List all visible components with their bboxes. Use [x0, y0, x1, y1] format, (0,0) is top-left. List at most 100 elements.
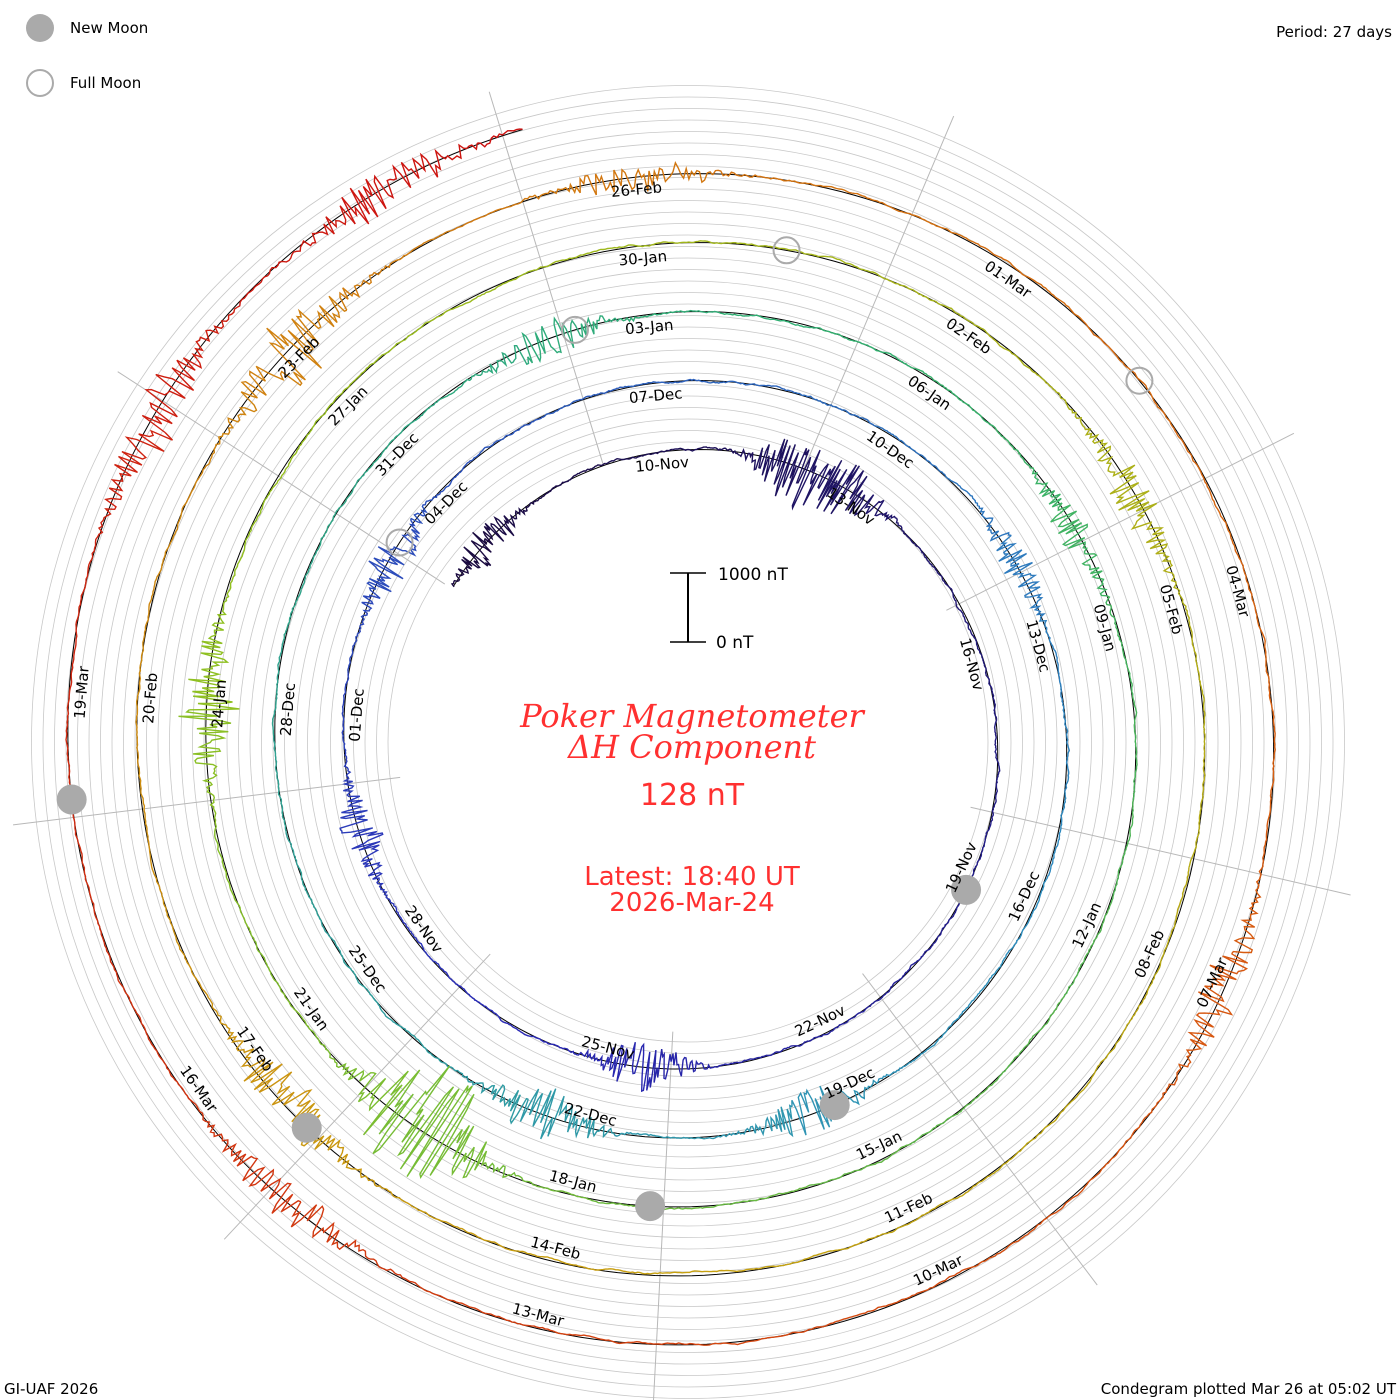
trace-segment [794, 391, 875, 427]
trace-segment [452, 182, 581, 231]
grid-radial-line [223, 953, 491, 1240]
date-label: 13-Mar [510, 1299, 566, 1330]
grid-ring [364, 418, 1012, 1066]
trace-segment [1050, 502, 1108, 597]
trace-segment [1110, 799, 1135, 903]
grid [13, 85, 1351, 1400]
trace-segment [1234, 548, 1270, 682]
legend-full-moon-label: Full Moon [70, 74, 142, 92]
trace-segment [634, 1267, 762, 1275]
scale-top-label: 1000 nT [718, 565, 788, 585]
legend-full-moon: Full Moon [26, 69, 141, 97]
date-label: 26-Feb [610, 178, 663, 201]
trace-segment [874, 425, 947, 477]
full-moon-marker [1125, 366, 1154, 395]
trace-segment [272, 736, 287, 832]
grid-ring [31, 85, 1345, 1399]
grid-ring [203, 257, 1173, 1227]
date-label: 18-Jan [547, 1166, 598, 1196]
grid-ring [146, 200, 1230, 1284]
trace-segment [944, 475, 1012, 542]
trace-segment [991, 1088, 1085, 1175]
date-label: 04-Mar [1222, 563, 1254, 619]
trace-segment [194, 1103, 302, 1214]
trace-segment [510, 1249, 636, 1274]
trace-segment [760, 1233, 883, 1269]
trace-segment [920, 549, 961, 611]
trace-segment [308, 1028, 421, 1136]
trace-segment [181, 391, 258, 512]
trace-segment [552, 1330, 696, 1346]
date-label: 12-Jan [1068, 899, 1105, 951]
trace-segment [77, 842, 119, 981]
date-label: 24-Jan [208, 679, 230, 729]
trace-segment [863, 494, 922, 551]
trace-segment [1188, 746, 1206, 868]
trace-segment [623, 378, 709, 389]
trace-segment [285, 831, 322, 921]
trace-segment [908, 1080, 997, 1146]
trace-segment [579, 160, 714, 196]
new-moon-marker [819, 1090, 850, 1121]
chart-title: Poker Magnetometer [519, 697, 865, 735]
full-moon-marker [772, 236, 801, 265]
grid-radial-line [862, 973, 1098, 1286]
trace-segment [649, 1049, 729, 1088]
trace-segment [320, 920, 375, 1000]
trace-segment [986, 332, 1077, 414]
trace-segment [178, 709, 232, 825]
trace-segment [791, 449, 875, 517]
date-label: 20-Feb [139, 672, 161, 724]
trace-segment [339, 229, 453, 311]
data-traces [65, 128, 1276, 1346]
trace-segment [881, 1173, 993, 1235]
trace-segment [605, 448, 673, 465]
trace-segment [1062, 703, 1071, 792]
date-label: 10-Nov [634, 453, 689, 476]
date-label: 19-Dec [821, 1064, 877, 1103]
trace-segment [1074, 412, 1158, 517]
grid-ring [284, 338, 1092, 1146]
grid-radial-line [970, 806, 1351, 896]
chart-subtitle: ΔH Component [566, 728, 816, 766]
date-label: 13-Dec [1022, 618, 1053, 674]
trace-segment [347, 593, 381, 672]
date-label: 28-Dec [277, 682, 299, 737]
trace-segment [990, 748, 1001, 823]
trace-segment [393, 905, 443, 970]
trace-segment [1174, 953, 1249, 1083]
grid-ring [180, 234, 1196, 1250]
trace-segment [972, 241, 1085, 323]
trace-segment [1046, 790, 1067, 879]
grid-ring [215, 269, 1161, 1215]
trace-segment [695, 1320, 837, 1346]
trace-segment [705, 1104, 794, 1140]
trace-segment [922, 892, 966, 955]
grid-ring [341, 395, 1035, 1089]
grid-ring [134, 188, 1242, 1296]
trace-segment [282, 549, 319, 641]
trace-segment [373, 998, 443, 1064]
trace-segment [369, 398, 441, 469]
grid-ring [249, 303, 1127, 1181]
trace-segment [65, 699, 79, 843]
grid-ring [272, 326, 1104, 1158]
full-moon-marker [385, 528, 414, 557]
trace-segment [807, 1144, 909, 1187]
full-moon-marker [560, 315, 589, 344]
grid-ring [88, 142, 1288, 1342]
footer-plotted-time: Condegram plotted Mar 26 at 05:02 UT [1100, 1380, 1396, 1398]
grid-ring [376, 430, 1000, 1054]
new-moon-marker [635, 1191, 666, 1222]
grid-ring [387, 441, 989, 1043]
trace-segment [846, 190, 974, 243]
trace-segment [271, 640, 285, 737]
trace-segment [966, 1188, 1085, 1270]
trace-segment [393, 1195, 511, 1251]
trace-segment [143, 511, 183, 638]
trace-segment [647, 240, 766, 248]
grid-radial-line [653, 1031, 674, 1400]
scale-bottom-label: 0 nT [716, 633, 754, 653]
grid-ring [261, 315, 1115, 1169]
trace-segment [986, 676, 998, 750]
